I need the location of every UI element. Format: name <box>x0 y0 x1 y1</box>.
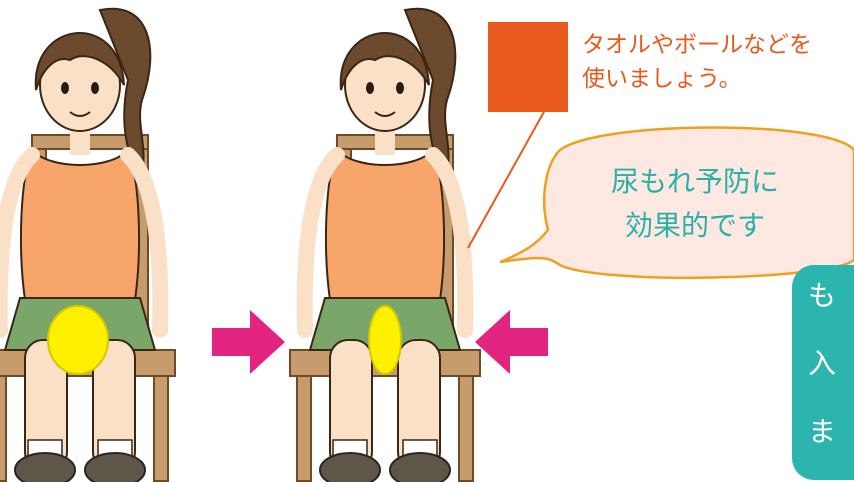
side-tab-chars: も 入 ま <box>808 276 848 480</box>
arrow-right-icon <box>212 310 285 374</box>
point-text: タオルやボールなどを 使いましょう。 <box>582 32 812 92</box>
point-callout: タオルやボールなどを 使いましょう。 <box>488 22 854 112</box>
speech-bubble <box>499 126 854 279</box>
point-badge-label: Point <box>508 80 548 95</box>
side-tab-char: ま <box>808 415 837 448</box>
bubble-text: 尿もれ予防に 効果的です <box>610 165 779 242</box>
arrow-left-icon <box>475 310 548 374</box>
side-tab-char: 入 <box>808 347 837 380</box>
point-badge <box>488 22 568 112</box>
woman-figure-before <box>0 9 175 482</box>
side-tab-char: も <box>808 279 837 312</box>
woman-figure-after <box>290 9 480 482</box>
side-tab[interactable] <box>792 265 854 480</box>
ball-after <box>368 305 402 375</box>
point-pointer-line <box>467 109 546 249</box>
ball-before <box>47 305 109 375</box>
